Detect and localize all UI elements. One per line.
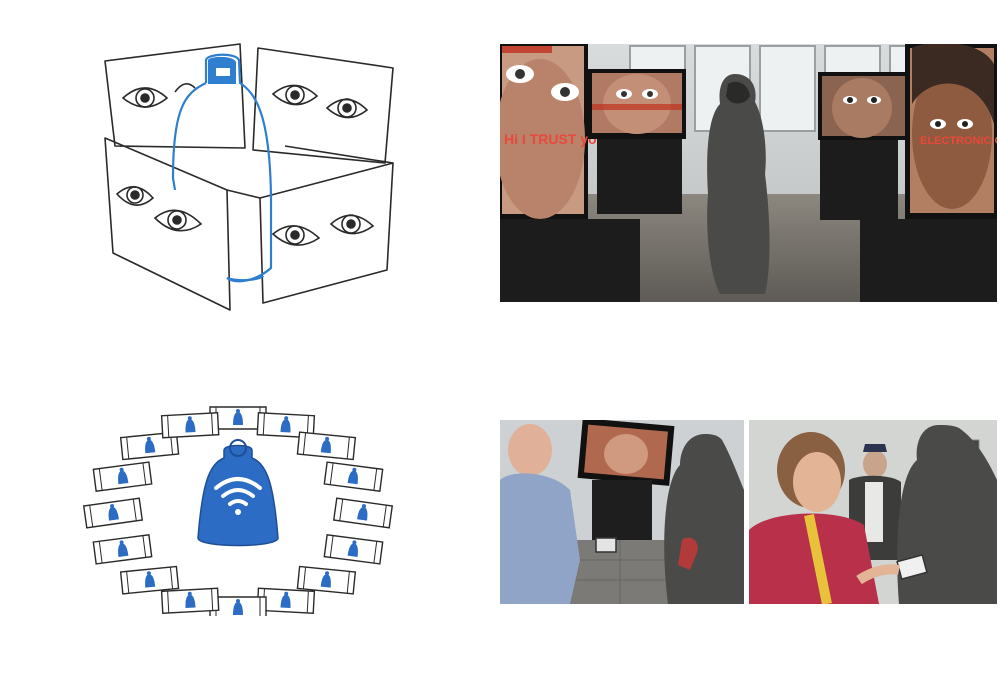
visitor-man	[500, 424, 617, 604]
device-icon	[92, 534, 153, 565]
cloaked-figure-icon	[664, 434, 744, 604]
device-icon	[256, 412, 316, 439]
screen-right-face: ELECTRONIC CO	[860, 44, 997, 302]
device-icon	[92, 461, 153, 492]
photo-visitor-with-device	[500, 420, 744, 604]
visitor-woman	[749, 432, 928, 604]
device-icon	[332, 497, 394, 529]
device-icon	[323, 461, 384, 492]
screen-left-face: Hi I TRUST yo	[500, 44, 640, 302]
tv-screen-face	[577, 420, 675, 540]
screen-right-center-face	[818, 72, 910, 220]
sketch-surveillance-box	[95, 38, 405, 318]
sketch-radial-devices	[78, 388, 398, 616]
wifi-icon	[214, 477, 262, 515]
device-icon	[160, 412, 220, 439]
cloaked-figure-icon	[707, 74, 770, 294]
device-icon	[160, 587, 220, 614]
screen-overlay-text: Hi I TRUST yo	[504, 131, 597, 147]
device-icon	[296, 565, 357, 595]
eye-icon	[115, 83, 375, 246]
screen-center-face	[588, 69, 686, 214]
photo-installation-screens: Hi I TRUST yo	[500, 44, 997, 302]
device-icon	[119, 565, 180, 595]
screen-right-overlay-text: ELECTRONIC CO	[920, 135, 997, 147]
photo-woman-with-device	[749, 420, 997, 604]
device-icon	[296, 431, 357, 461]
device-icon	[323, 534, 384, 565]
cloaked-figure-wifi-icon	[197, 439, 279, 547]
device-icon	[82, 497, 144, 529]
